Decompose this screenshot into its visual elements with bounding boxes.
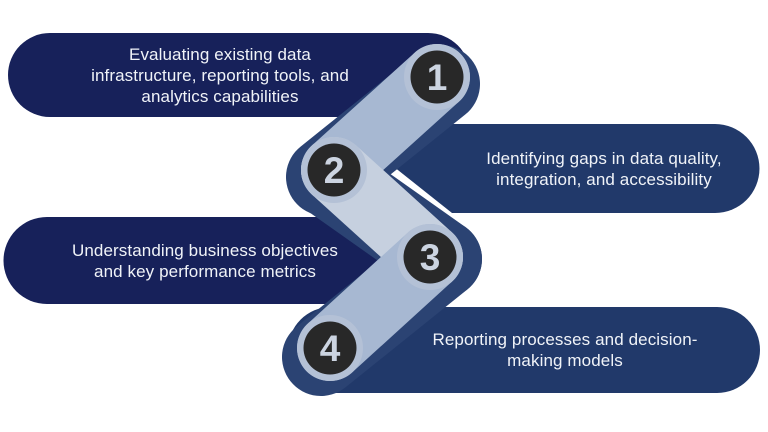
step2-badge-circle <box>307 143 361 197</box>
step3-number: 3 <box>419 236 441 278</box>
step4-number: 4 <box>319 327 341 369</box>
step2-number: 2 <box>323 149 345 191</box>
step3-label: Understanding business objectives and ke… <box>71 240 338 281</box>
step3-badge-circle <box>403 230 457 284</box>
step2-label: Identifying gaps in data quality, integr… <box>486 148 722 189</box>
step1-label: Evaluating existing data infrastructure,… <box>91 44 349 106</box>
step4-badge-circle <box>303 321 357 375</box>
step1-number: 1 <box>426 56 448 98</box>
step4-label: Reporting processes and decision- making… <box>432 330 698 370</box>
step1-pill <box>8 33 470 117</box>
step2-pill <box>396 124 760 213</box>
step1-badge-circle <box>410 50 464 104</box>
